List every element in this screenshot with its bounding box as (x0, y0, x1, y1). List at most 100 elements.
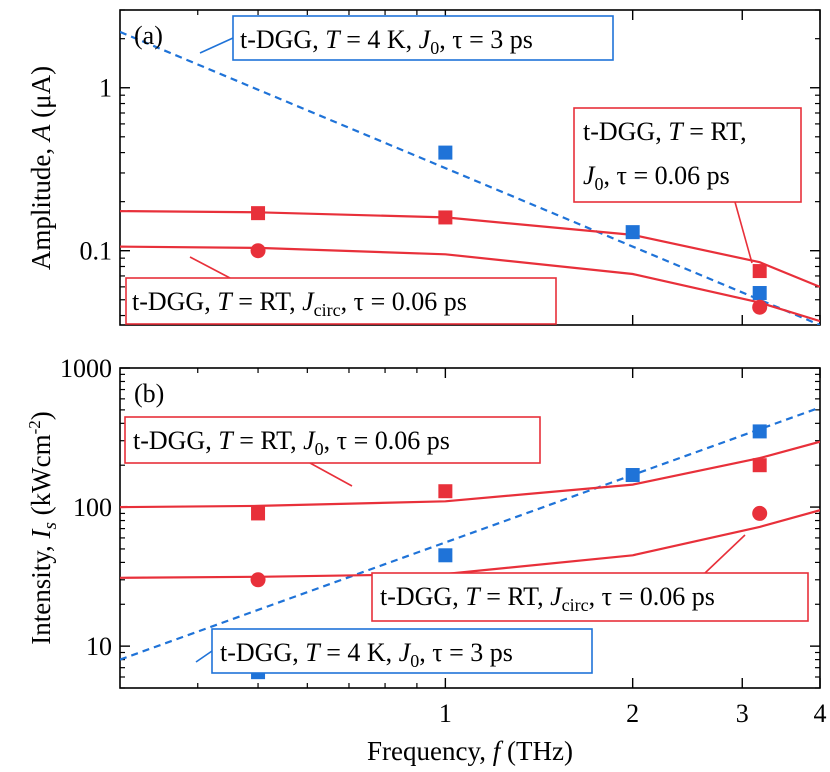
y-axis-title-part: (kWcm (26, 434, 56, 522)
data-point-square (752, 286, 767, 301)
annotation-text-part: T (325, 25, 341, 54)
annotation-leader (309, 462, 353, 487)
annotation-text-part: J (399, 638, 412, 667)
x-tick-label: 1 (439, 699, 452, 728)
annotation-box (124, 416, 541, 464)
annotation-text-part: , τ = 0.06 ps (324, 426, 450, 455)
y-tick-label: 10 (86, 632, 112, 661)
annotation-text-part: t-DGG, (240, 25, 325, 54)
fit-line-solid (120, 440, 820, 509)
data-point-circle (250, 572, 266, 588)
y-tick-label: 1 (99, 74, 112, 103)
data-point-square (438, 548, 453, 563)
y-axis-title-part: I (26, 528, 56, 540)
plot-frame (119, 367, 821, 689)
y-tick-label: 1000 (60, 354, 112, 383)
annotation-text-part: t-DGG, (133, 426, 218, 455)
fit-line-solid (120, 245, 820, 323)
annotation-text-part: T (217, 287, 233, 316)
data-point-square (251, 206, 266, 221)
annotation-text: t-DGG, T = RT, J0, τ = 0.06 ps (133, 426, 450, 459)
annotation-text-part: , τ = 0.06 ps (604, 161, 730, 190)
plot-content (120, 406, 820, 680)
fit-line-dashed (120, 30, 820, 325)
annotation-text: J0, τ = 0.06 ps (583, 161, 730, 194)
annotation-leader (734, 201, 753, 264)
panel-label: (b) (134, 379, 164, 408)
annotation-text: t-DGG, T = RT, Jcirc, τ = 0.06 ps (132, 287, 467, 320)
annotation-text-part: t-DGG, (583, 117, 668, 146)
annotation-text-part: , τ = 3 ps (439, 25, 533, 54)
annotation-text-part: J (303, 426, 316, 455)
annotation-leader (704, 534, 746, 574)
y-axis-title-part: A (26, 124, 56, 143)
annotation-box (232, 15, 614, 61)
data-point-square (438, 210, 453, 225)
annotation-text-part: 0 (430, 38, 439, 58)
annotation-text: t-DGG, T = 4 K, J0, τ = 3 ps (220, 638, 513, 671)
annotation-leader (195, 650, 213, 663)
y-axis-title-part: -2 (25, 420, 44, 434)
annotation-leader (199, 37, 234, 54)
x-tick-label: 4 (814, 699, 827, 728)
panel-a: 0.11(a)t-DGG, T = 4 K, J0, τ = 3 pst-DGG… (26, 9, 821, 326)
x-axis-title-part: (THz) (500, 736, 573, 766)
x-tick-label: 2 (626, 699, 639, 728)
annotation-box (211, 628, 593, 674)
annotation-box (573, 107, 802, 203)
data-point-square (625, 468, 640, 483)
data-point-circle (250, 243, 266, 259)
annotation-text-part: 0 (595, 174, 604, 194)
annotation-text-part: J (550, 582, 563, 611)
annotation-text-part: T (465, 582, 481, 611)
annotation-text-part: J (302, 287, 315, 316)
annotation-text: t-DGG, T = RT, Jcirc, τ = 0.06 ps (380, 582, 715, 615)
y-tick-label: 100 (73, 493, 112, 522)
fit-line-solid (120, 210, 820, 288)
x-axis-title-part: f (493, 736, 504, 766)
data-point-square (625, 225, 640, 240)
data-point-circle (752, 299, 768, 315)
annotation-text-part: T (305, 638, 321, 667)
annotation-text-part: J (583, 161, 596, 190)
data-point-square (438, 484, 453, 499)
y-axis-title: Amplitude, A (μA) (26, 66, 56, 270)
annotation-text-part: t-DGG, (380, 582, 465, 611)
annotation-box (371, 572, 809, 622)
annotation-text-part: t-DGG, (132, 287, 217, 316)
y-axis-title: Intensity, Is (kWcm-2) (25, 411, 61, 645)
annotation-text: t-DGG, T = RT, (583, 117, 747, 146)
y-axis-title-part: Intensity, (26, 539, 56, 645)
annotation-text-part: T (668, 117, 684, 146)
annotation-text-part: = 4 K, (340, 25, 419, 54)
data-point-square (752, 264, 767, 279)
y-axis-title-part: (μA) (26, 66, 56, 125)
y-axis-title-part: Amplitude, (26, 141, 56, 270)
annotation-text-part: , τ = 0.06 ps (341, 287, 467, 316)
annotation-text-part: = 4 K, (320, 638, 399, 667)
data-point-square (752, 424, 767, 439)
annotation-box (125, 277, 557, 325)
annotation-text-part: 0 (410, 651, 419, 671)
plot-frame (119, 9, 821, 326)
annotation-text-part: T (218, 426, 234, 455)
x-tick-label: 3 (736, 699, 749, 728)
annotation-text-part: , τ = 3 ps (419, 638, 513, 667)
data-point-square (251, 506, 266, 521)
panel-label: (a) (134, 21, 163, 50)
data-point-square (752, 458, 767, 473)
fit-line-dashed (120, 406, 820, 661)
fit-line-solid (120, 509, 820, 579)
annotation-text-part: = RT, (480, 582, 550, 611)
annotation-text-part: t-DGG, (220, 638, 305, 667)
annotation-text: t-DGG, T = 4 K, J0, τ = 3 ps (240, 25, 533, 58)
y-tick-label: 0.1 (80, 237, 113, 266)
x-axis-title: Frequency, f (THz) (367, 736, 573, 766)
x-axis-title-part: Frequency, (367, 736, 493, 766)
annotation-text-part: circ (562, 595, 589, 615)
annotation-text-part: = RT, (683, 117, 747, 146)
data-point-circle (752, 505, 768, 521)
annotation-text-part: 0 (315, 439, 324, 459)
